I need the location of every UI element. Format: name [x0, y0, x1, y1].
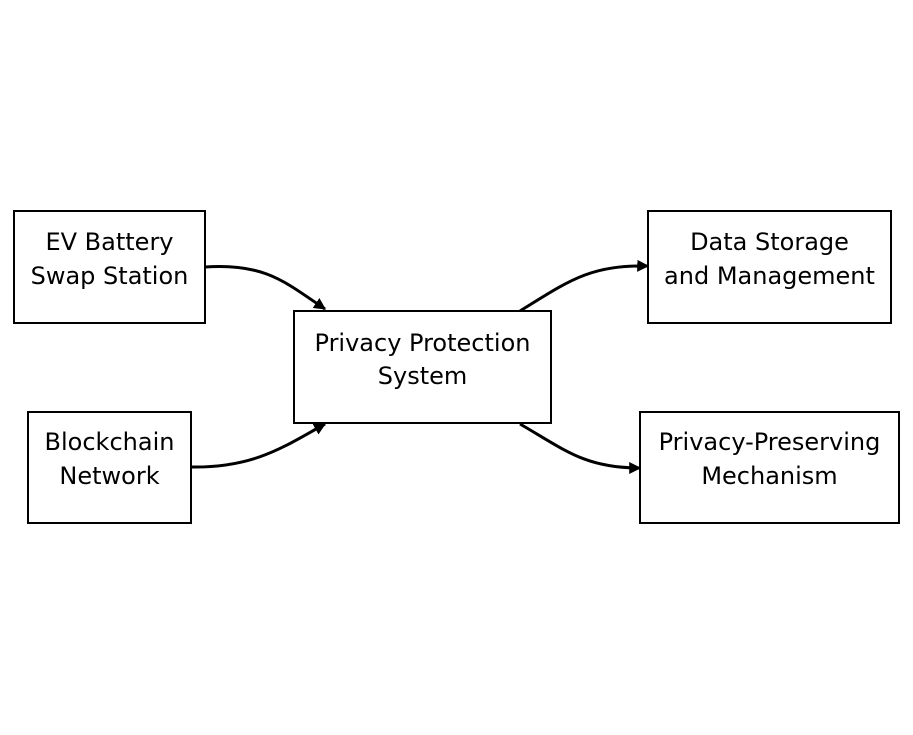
node-box	[647, 210, 892, 324]
edge-ev-to-privacy-protection	[204, 264, 326, 311]
node-box	[27, 411, 192, 524]
node-label-line-2: System	[378, 362, 468, 390]
node-label-line-2: Swap Station	[31, 262, 189, 290]
node-label-line-1: Blockchain	[45, 428, 175, 456]
node-privacy-protection-system: Privacy Protection System	[293, 310, 552, 424]
node-box	[293, 310, 552, 424]
node-box	[639, 411, 900, 524]
node-privacy-preserving-mechanism: Privacy-Preserving Mechanism	[639, 411, 900, 524]
node-label-line-1: EV Battery	[45, 228, 173, 256]
node-data-storage-management: Data Storage and Management	[647, 210, 892, 324]
edge-privacy-protection-to-privacy-preserving	[519, 422, 642, 474]
node-label-line-1: Privacy-Preserving	[659, 428, 881, 456]
node-label-line-1: Privacy Protection	[315, 329, 531, 357]
node-blockchain-network: Blockchain Network	[27, 411, 192, 524]
node-label-line-2: Network	[59, 462, 159, 490]
edge-privacy-protection-to-data-storage	[519, 259, 650, 313]
node-ev-battery-swap-station: EV Battery Swap Station	[13, 210, 206, 324]
edge-blockchain-to-privacy-protection	[190, 422, 327, 469]
node-label-line-1: Data Storage	[690, 228, 849, 256]
node-label-line-2: and Management	[664, 262, 875, 290]
node-box	[13, 210, 206, 324]
node-label-line-2: Mechanism	[701, 462, 837, 490]
